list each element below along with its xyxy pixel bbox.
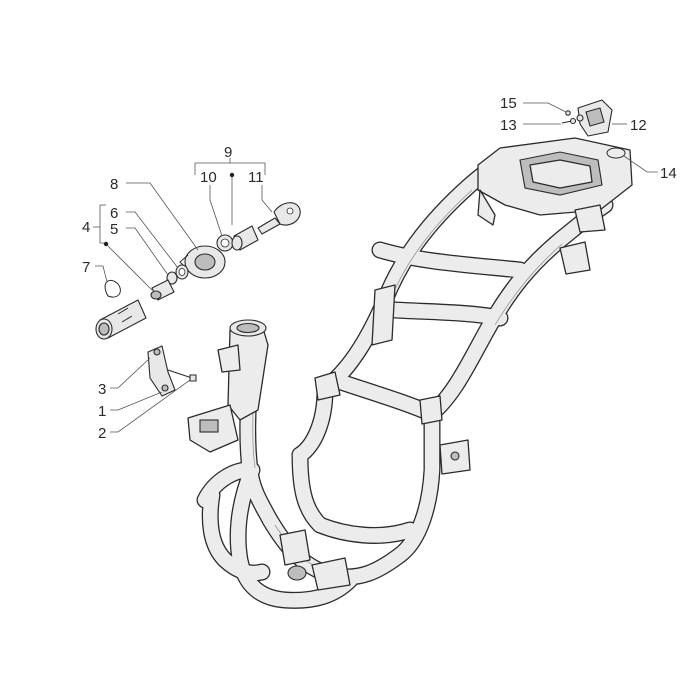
part-11-key [257,202,301,235]
part-4-lock-cylinder [150,279,175,301]
callout-5: 5 [110,221,118,238]
part-15-screw [565,110,571,116]
part-8-lock-housing [179,245,226,279]
callout-labels: 9 10 11 8 6 5 4 7 3 1 2 15 13 12 14 [82,95,677,442]
callout-2: 2 [98,425,106,442]
part-10-barrel [231,225,259,251]
part-14-spring-clip [606,147,626,159]
callout-13: 13 [500,117,517,134]
callout-1: 1 [98,403,106,420]
callout-8: 8 [110,176,118,193]
callout-9: 9 [224,144,232,161]
part-10-washer [216,234,234,252]
callout-12: 12 [630,117,647,134]
part-13-screw [561,117,577,125]
callout-15: 15 [500,95,517,112]
part-1-bolt [167,369,197,382]
callout-7: 7 [82,259,90,276]
scooter-frame [187,137,633,609]
part-5-ring [166,271,178,285]
callout-10: 10 [200,169,217,186]
marker-dot-4 [103,241,109,247]
callout-6: 6 [110,205,118,222]
part-12-latch [576,99,613,137]
callout-14: 14 [660,165,677,182]
part-7-sleeve [95,299,147,340]
leader-lines [93,102,658,433]
callout-11: 11 [248,169,264,186]
steering-head [187,319,269,453]
part-6-ring [175,264,189,280]
part-7-clip [104,280,121,298]
callout-4: 4 [82,219,90,236]
marker-dot-9 [229,172,235,178]
part-3-bracket [147,345,176,397]
callout-3: 3 [98,381,106,398]
